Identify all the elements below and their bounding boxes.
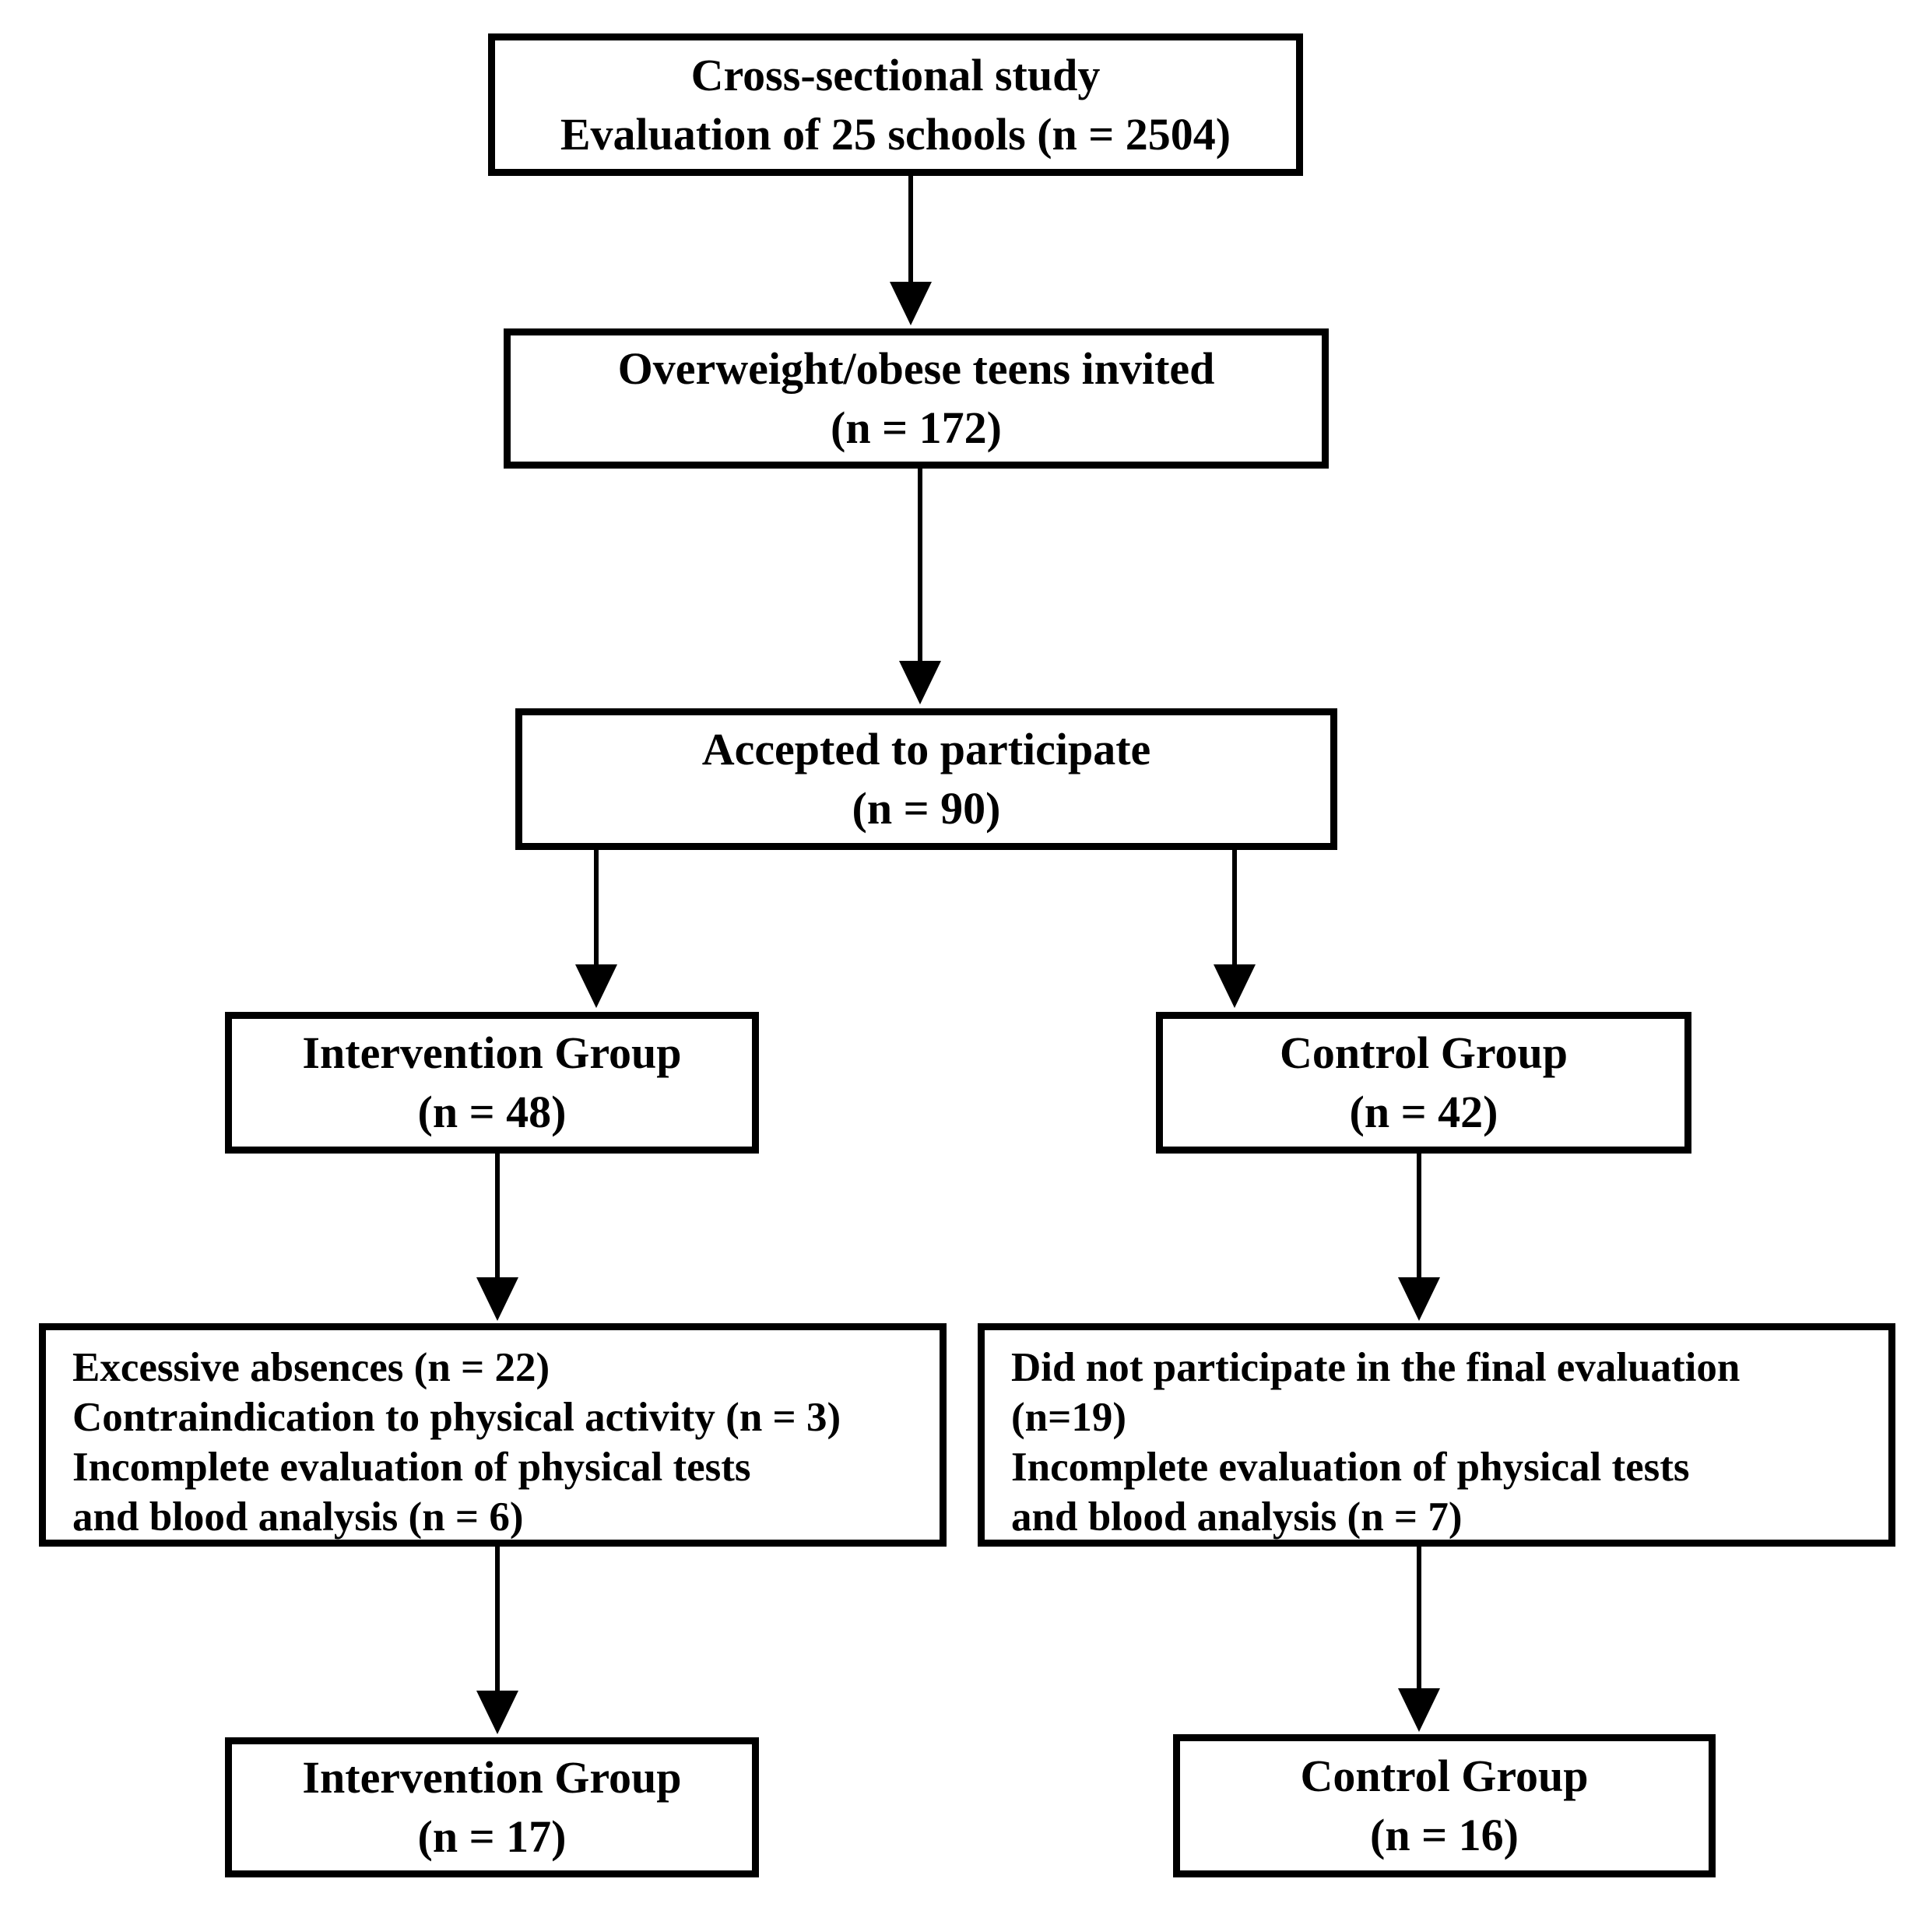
arrow-stem — [594, 850, 599, 964]
arrow-head-icon — [1398, 1688, 1440, 1732]
arrow-stem — [1417, 1154, 1421, 1277]
arrow-head-icon — [476, 1691, 518, 1734]
arrow-invited-to-accepted — [899, 469, 941, 704]
node-line: (n = 17) — [417, 1811, 567, 1862]
node-cross-sectional-study: Cross-sectional study Evaluation of 25 s… — [488, 33, 1303, 176]
arrow-control-to-exclusions — [1398, 1154, 1440, 1321]
node-control-exclusions: Did not participate in the final evaluat… — [978, 1323, 1895, 1547]
node-line: Overweight/obese teens invited — [617, 343, 1215, 394]
node-intervention-group: Intervention Group (n = 48) — [225, 1012, 759, 1154]
arrow-stem — [495, 1547, 500, 1691]
arrow-accepted-to-control — [1214, 850, 1256, 1008]
arrow-head-icon — [1398, 1277, 1440, 1321]
arrow-exclusions-to-intervention-final — [476, 1547, 518, 1734]
node-line: Intervention Group — [302, 1027, 682, 1078]
arrow-study-to-invited — [890, 176, 932, 325]
arrow-head-icon — [575, 964, 617, 1008]
node-line: (n = 42) — [1349, 1087, 1498, 1137]
exclusion-line: Excessive absences (n = 22) — [72, 1345, 550, 1390]
arrow-head-icon — [899, 661, 941, 704]
node-line: Accepted to participate — [701, 724, 1151, 774]
arrow-head-icon — [1214, 964, 1256, 1008]
node-line: Control Group — [1279, 1027, 1568, 1078]
node-intervention-exclusions: Excessive absences (n = 22) Contraindica… — [39, 1323, 947, 1547]
exclusion-line: Contraindication to physical activity (n… — [72, 1395, 841, 1440]
exclusion-line: Incomplete evaluation of physical tests — [1011, 1445, 1690, 1490]
exclusion-line: and blood analysis (n = 7) — [1011, 1494, 1463, 1540]
node-teens-invited: Overweight/obese teens invited (n = 172) — [504, 328, 1329, 469]
node-line: (n = 172) — [831, 402, 1002, 453]
exclusion-line: Did not participate in the final evaluat… — [1011, 1345, 1741, 1390]
exclusion-line: and blood analysis (n = 6) — [72, 1494, 524, 1540]
exclusion-line: Incomplete evaluation of physical tests — [72, 1445, 751, 1490]
node-control-group: Control Group (n = 42) — [1156, 1012, 1691, 1154]
node-line: Cross-sectional study — [690, 49, 1101, 100]
arrow-exclusions-to-control-final — [1398, 1547, 1440, 1732]
arrow-stem — [1417, 1547, 1421, 1688]
arrow-stem — [908, 176, 913, 282]
arrow-accepted-to-intervention — [575, 850, 617, 1008]
node-line: (n = 90) — [852, 783, 1001, 834]
arrow-intervention-to-exclusions — [476, 1154, 518, 1321]
node-line: (n = 48) — [417, 1087, 567, 1137]
arrow-head-icon — [890, 282, 932, 325]
node-line: Intervention Group — [302, 1752, 682, 1803]
arrow-head-icon — [476, 1277, 518, 1321]
arrow-stem — [1232, 850, 1237, 964]
node-line: (n = 16) — [1370, 1810, 1519, 1860]
node-control-group-final: Control Group (n = 16) — [1173, 1734, 1716, 1877]
arrow-stem — [495, 1154, 500, 1277]
node-line: Control Group — [1300, 1751, 1589, 1801]
arrow-stem — [918, 469, 922, 661]
node-line: Evaluation of 25 schools (n = 2504) — [560, 108, 1231, 160]
node-intervention-group-final: Intervention Group (n = 17) — [225, 1737, 759, 1877]
exclusion-line: (n=19) — [1011, 1395, 1126, 1440]
node-accepted-to-participate: Accepted to participate (n = 90) — [515, 708, 1337, 850]
